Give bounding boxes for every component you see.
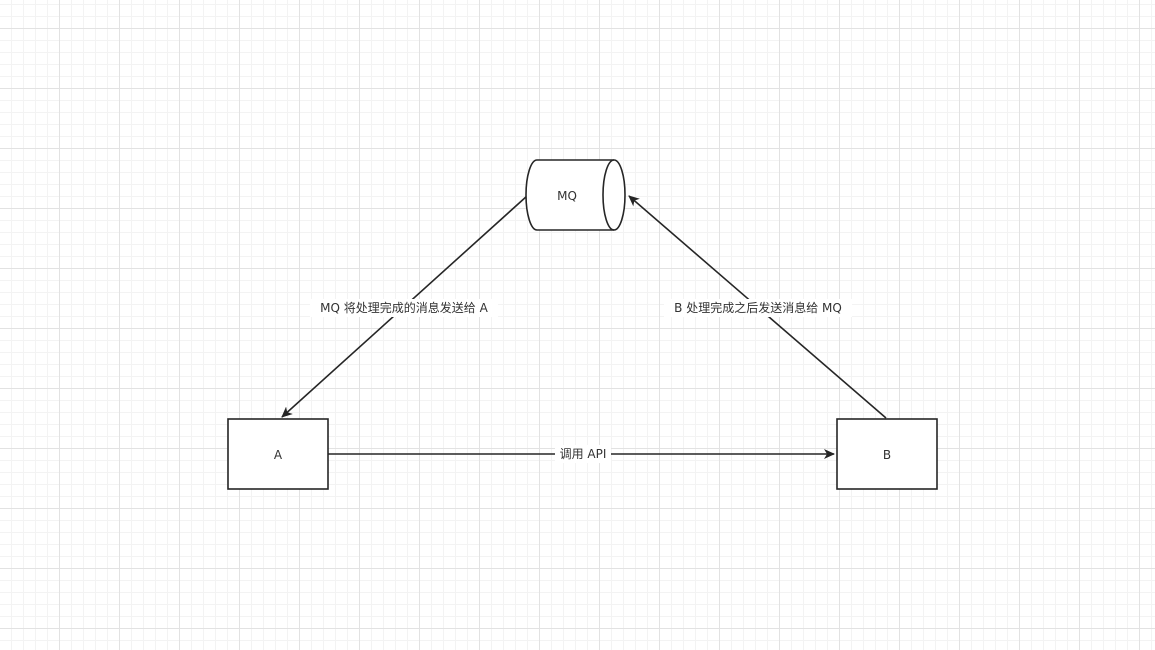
node-mq-label: MQ <box>557 189 577 203</box>
edge-a-to-b-label-bg <box>555 445 611 463</box>
node-b[interactable]: B <box>836 418 938 490</box>
node-a[interactable]: A <box>227 418 329 490</box>
edge-a-to-b[interactable]: 调用 API <box>328 445 835 463</box>
edge-mq-to-a[interactable]: MQ 将处理完成的消息发送给 A <box>281 195 528 418</box>
edge-b-to-mq-label-bg <box>664 299 852 317</box>
edge-b-to-mq-label: B 处理完成之后发送消息给 MQ <box>674 300 842 315</box>
edge-b-to-mq[interactable]: B 处理完成之后发送消息给 MQ <box>628 195 887 419</box>
node-mq-cap <box>602 159 615 231</box>
edge-a-to-b-label: 调用 API <box>560 447 607 461</box>
edge-mq-to-a-label-bg <box>310 299 498 317</box>
node-b-box <box>836 418 938 490</box>
node-a-box <box>227 418 329 490</box>
node-b-label: B <box>883 448 891 462</box>
node-mq[interactable]: MQ <box>525 159 626 231</box>
node-a-label: A <box>274 448 283 462</box>
edge-mq-to-a-label: MQ 将处理完成的消息发送给 A <box>320 300 488 315</box>
